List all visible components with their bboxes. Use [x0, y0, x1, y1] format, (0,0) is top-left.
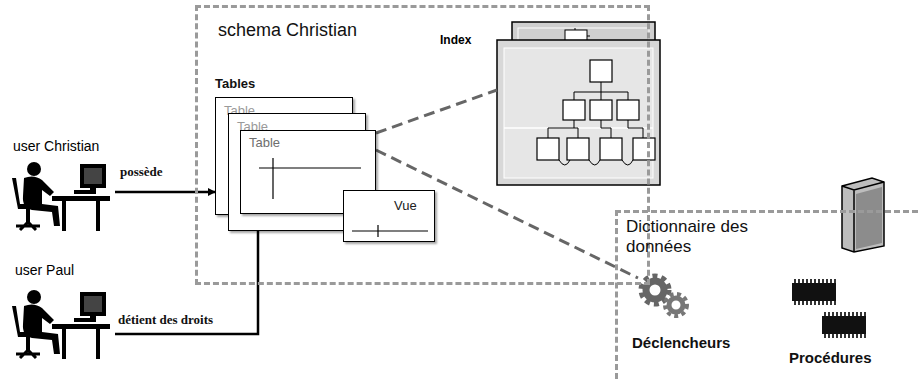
edge-label: détient des droits: [116, 312, 215, 328]
dashed-link: [376, 90, 497, 133]
node-text: schema Christian: [218, 20, 357, 41]
procedure-item: Procédures: [785, 345, 910, 373]
node-text: Déclencheurs: [632, 334, 730, 351]
node-text: Dictionnaire des données: [626, 217, 816, 256]
dictionary-region: Dictionnaire des donnéesDéclencheursProc…: [615, 210, 918, 379]
node-text: user Paul: [15, 262, 74, 278]
edge-label: possède: [118, 164, 165, 180]
group-heading: Tables: [215, 76, 255, 91]
arrow-connector: [115, 214, 258, 334]
schema-region: schema ChristianTableTableTableVueIndex: [195, 5, 650, 285]
user-icon: user Christian: [5, 138, 115, 238]
node-text: Table: [249, 136, 280, 151]
node-text: Vue: [394, 199, 417, 214]
index-box: Index: [497, 22, 660, 185]
trigger-item: Déclencheurs: [630, 270, 765, 360]
view-box: Vue: [343, 190, 435, 242]
user-icon: user Paul: [5, 262, 115, 362]
node-text: user Christian: [13, 138, 99, 154]
node-text: Index: [440, 34, 471, 48]
node-text: Procédures: [789, 349, 872, 366]
arrow-connector: [115, 191, 215, 194]
table-lines: [344, 191, 436, 243]
